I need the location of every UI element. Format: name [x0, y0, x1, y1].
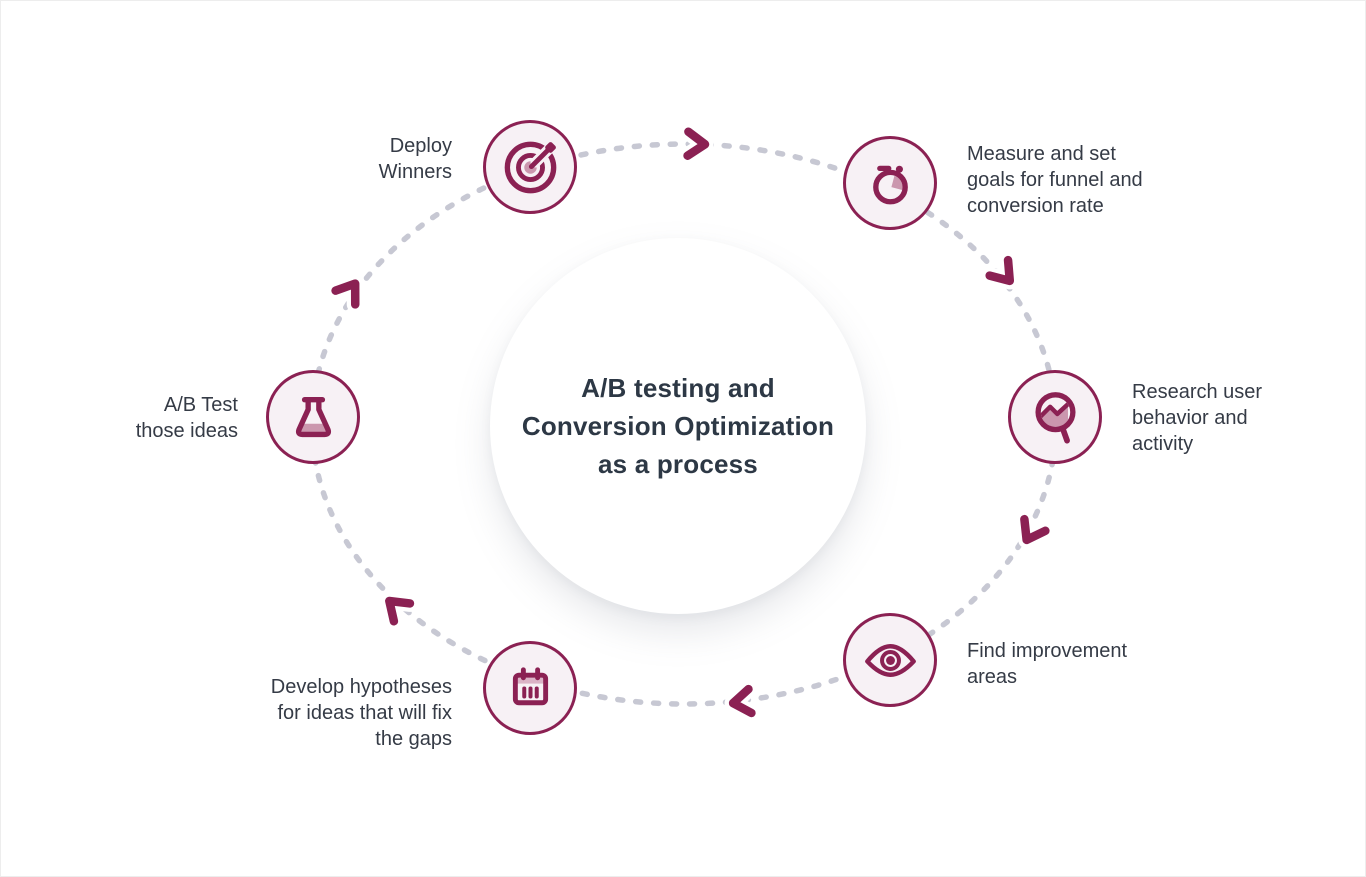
step-label-find: Find improvement areas: [967, 638, 1127, 690]
step-label-research: Research user behavior and activity: [1132, 379, 1262, 457]
direction-arrows: [327, 123, 1054, 722]
step-label-deploy: Deploy Winners: [340, 133, 452, 185]
arrow-top-icon: [679, 123, 714, 165]
step-label-develop: Develop hypotheses for ideas that will f…: [238, 674, 452, 752]
step-label-line: the gaps: [375, 728, 452, 750]
diagram-title: A/B testing and Conversion Optimization …: [522, 369, 834, 483]
step-label-line: activity: [1132, 433, 1194, 455]
step-label-line: Research user: [1132, 381, 1263, 403]
arrow-lower-left-icon: [380, 592, 419, 630]
step-label-line: goals for funnel and: [967, 169, 1143, 191]
step-label-line: areas: [967, 666, 1018, 688]
arrow-lower-right-icon: [1015, 510, 1054, 549]
step-label-line: Winners: [378, 161, 452, 183]
step-label-line: Develop hypotheses: [270, 676, 452, 698]
center-circle: A/B testing and Conversion Optimization …: [490, 238, 866, 614]
step-badge-develop: [483, 641, 577, 735]
arrow-upper-right-icon: [981, 251, 1019, 290]
step-label-line: Find improvement: [967, 640, 1128, 662]
step-badge-research: [1008, 370, 1102, 464]
step-badge-abtest: [266, 370, 360, 464]
step-label-line: behavior and: [1132, 407, 1248, 429]
step-label-line: Measure and set: [967, 143, 1116, 165]
arrow-bottom-icon: [724, 680, 760, 722]
title-line: as a process: [598, 449, 758, 479]
arrow-upper-left-icon: [327, 275, 364, 313]
step-badge-deploy: [483, 120, 577, 214]
step-label-line: Deploy: [389, 135, 452, 157]
step-label-line: conversion rate: [967, 195, 1104, 217]
title-line: A/B testing and: [581, 373, 775, 403]
step-label-line: those ideas: [135, 420, 238, 442]
flask-icon: [295, 396, 331, 437]
calendar-icon: [512, 666, 548, 705]
step-badge-measure: [843, 136, 937, 230]
step-label-line: A/B Test: [163, 394, 238, 416]
step-label-measure: Measure and set goals for funnel and con…: [967, 141, 1143, 219]
target-icon: [504, 138, 559, 193]
eye-icon: [864, 643, 916, 677]
magnifier-chart-icon: [1034, 391, 1076, 444]
step-badge-find: [843, 613, 937, 707]
title-line: Conversion Optimization: [521, 411, 835, 441]
step-label-abtest: A/B Test those ideas: [118, 392, 238, 444]
stopwatch-icon: [872, 165, 908, 204]
step-label-line: for ideas that will fix: [277, 702, 452, 724]
